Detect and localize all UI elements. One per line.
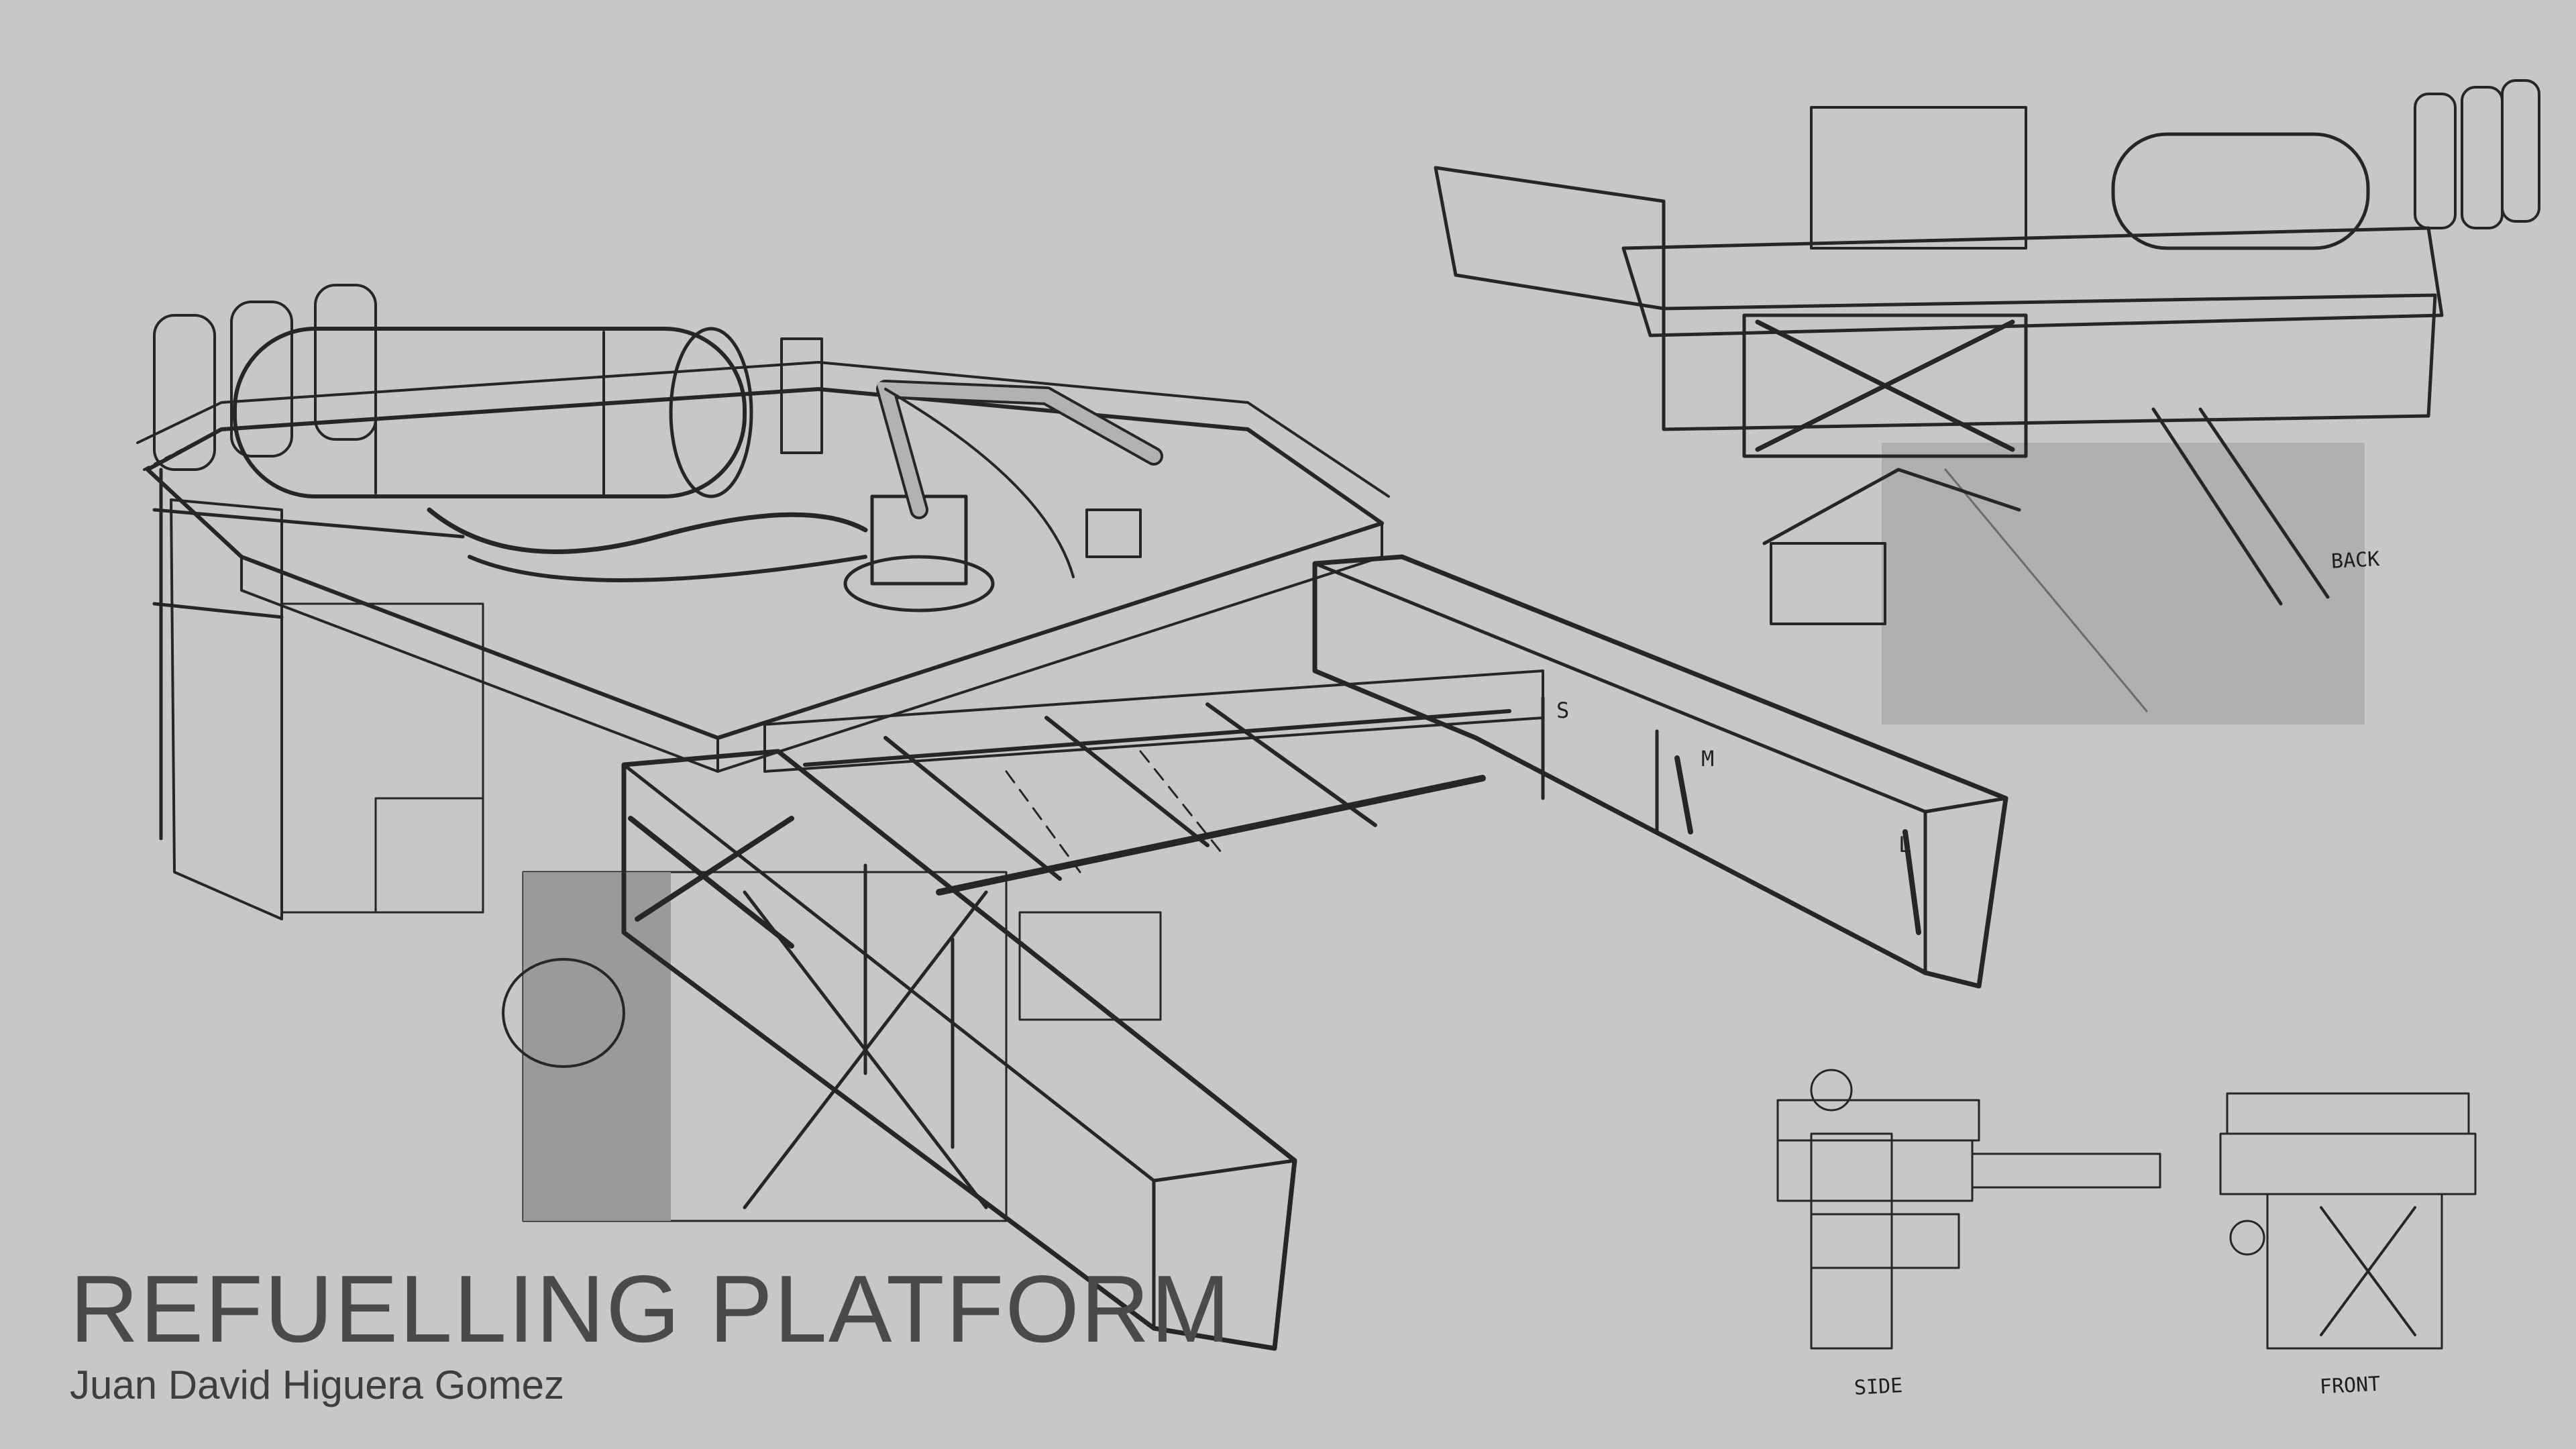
back-stairs — [1762, 407, 2330, 606]
arm-mark-medium: M — [1701, 746, 1715, 771]
back-boom — [1434, 166, 1666, 311]
back-fuel-tank — [2111, 132, 2370, 250]
back-view — [1434, 79, 2540, 724]
main-boom-front — [621, 749, 1297, 1351]
arm-mark-small: S — [1556, 698, 1570, 723]
pipe-elbow — [502, 958, 625, 1068]
main-balcony — [152, 468, 484, 920]
main-boom-rear — [1312, 554, 2008, 989]
arm-mark-large: L — [1898, 832, 1912, 857]
lower-railing — [1018, 911, 1162, 1021]
main-deck — [136, 361, 1390, 773]
main-tower — [502, 871, 1162, 1222]
front-view — [2219, 1092, 2477, 1350]
sheet-title: REFUELLING PLATFORM — [70, 1256, 1232, 1362]
side-view-label: SIDE — [1854, 1374, 1904, 1400]
fuel-pump-console — [780, 337, 823, 454]
main-hoses — [427, 507, 868, 582]
main-robot-arm — [843, 380, 1163, 612]
back-view-label: BACK — [2330, 547, 2381, 574]
main-truss-frame — [763, 669, 1544, 896]
back-deck — [1621, 226, 2444, 337]
front-view-label: FRONT — [2319, 1372, 2381, 1399]
author-name: Juan David Higuera Gomez — [70, 1362, 565, 1407]
main-fuel-tank — [153, 284, 823, 498]
side-view — [1776, 1069, 2161, 1350]
main-perspective-view — [136, 284, 2008, 1351]
